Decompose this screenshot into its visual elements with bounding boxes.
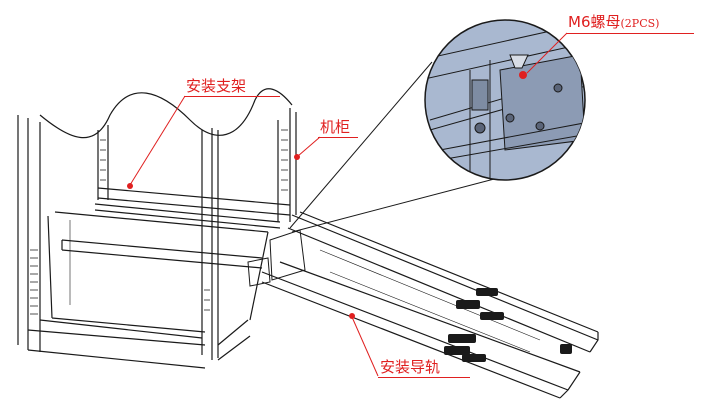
label-mounting-bracket: 安装支架	[186, 77, 247, 95]
label-cabinet-underline	[318, 137, 358, 138]
label-installation-rail-underline	[378, 377, 470, 378]
label-m6-nut: M6螺母(2PCS)	[568, 13, 659, 33]
detail-leader-lines	[289, 61, 499, 233]
label-m6-nut-main: M6螺母	[568, 13, 621, 31]
label-m6-nut-count: (2PCS)	[620, 17, 660, 30]
label-mounting-bracket-underline	[184, 96, 280, 97]
callout-anchor-dots	[127, 154, 355, 319]
callout-leaders	[129, 32, 568, 377]
label-installation-rail: 安装导轨	[380, 358, 441, 376]
m6-nut-marker	[519, 71, 527, 79]
cabinet-body	[17, 88, 297, 369]
label-m6-nut-underline	[566, 33, 694, 34]
label-cabinet: 机柜	[320, 118, 351, 136]
rail-bolts	[444, 288, 572, 362]
installation-rails	[247, 211, 599, 399]
detail-magnifier	[424, 19, 586, 181]
